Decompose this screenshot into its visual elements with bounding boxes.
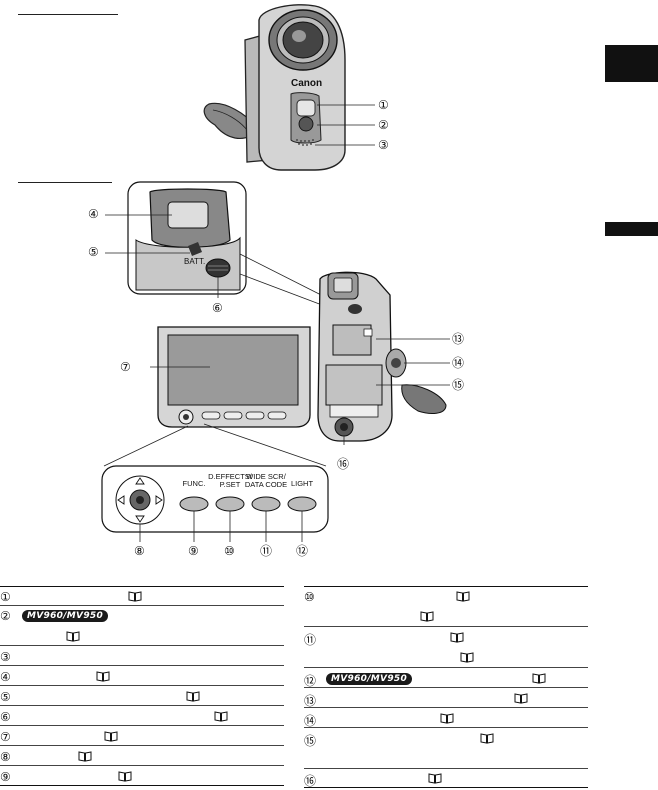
callout-8: ⑧: [134, 544, 145, 558]
book-icon: [456, 591, 470, 602]
legend-row-11: ⑪: [304, 630, 588, 668]
legend-row-15: ⑮: [304, 731, 588, 769]
section-rule-back: [18, 182, 112, 183]
button-label-func: FUNC.: [182, 479, 206, 488]
callout-12: ⑫: [296, 544, 309, 558]
legend-row-8: ⑧: [0, 749, 284, 766]
legend-row-12: ⑫ MV960/MV950: [304, 671, 588, 688]
model-badge: MV960/MV950: [22, 610, 109, 622]
callout-6: ⑥: [212, 301, 223, 315]
camera-back-illustration: [150, 271, 450, 445]
camera-front-illustration: Canon: [203, 4, 375, 171]
book-icon: [214, 711, 228, 722]
legend-row-2: ② MV960/MV950: [0, 608, 284, 646]
book-icon: [428, 773, 442, 784]
callout-10: ⑩: [224, 544, 235, 558]
legend-row-10: ⑩: [304, 589, 588, 627]
button-panel-closeup: [101, 423, 329, 542]
brand-logo: Canon: [291, 78, 322, 89]
callout-11: ⑪: [260, 544, 273, 558]
callout-5: ⑤: [88, 245, 99, 259]
callout-7: ⑦: [120, 360, 131, 374]
callout-15: ⑮: [452, 378, 465, 392]
model-badge: MV960/MV950: [326, 673, 413, 685]
button-label-light: LIGHT: [290, 479, 314, 488]
callout-9: ⑨: [188, 544, 199, 558]
book-icon: [450, 632, 464, 643]
legend-top-rule-right: [304, 586, 588, 587]
button-label-widescr: WIDE SCR/ DATA CODE: [244, 472, 288, 489]
section-rule-front: [18, 14, 118, 15]
batt-label: BATT.: [184, 257, 205, 266]
legend-row-9: ⑨: [0, 769, 284, 786]
book-icon: [514, 693, 528, 704]
legend-row-3: ③: [0, 649, 284, 666]
callout-1: ①: [378, 98, 389, 112]
book-icon: [420, 611, 434, 622]
legend-top-rule-left: [0, 586, 284, 587]
book-icon: [118, 771, 132, 782]
callout-2: ②: [378, 118, 389, 132]
book-icon: [186, 691, 200, 702]
book-icon: [460, 652, 474, 663]
book-icon: [128, 591, 142, 602]
book-icon: [66, 631, 80, 642]
viewfinder-closeup: BATT.: [105, 181, 247, 298]
legend-row-7: ⑦: [0, 729, 284, 746]
legend-row-6: ⑥: [0, 709, 284, 726]
legend-row-1: ①: [0, 589, 284, 606]
legend-row-5: ⑤: [0, 689, 284, 706]
book-icon: [440, 713, 454, 724]
book-icon: [532, 673, 546, 684]
side-tab-2: [605, 222, 658, 236]
callout-13: ⑬: [452, 332, 465, 346]
callout-4: ④: [88, 207, 99, 221]
legend-row-13: ⑬: [304, 691, 588, 708]
callout-16: ⑯: [337, 457, 350, 471]
book-icon: [480, 733, 494, 744]
button-label-deffects: D.EFFECTS/ P.SET: [208, 472, 252, 489]
book-icon: [104, 731, 118, 742]
legend-row-16: ⑯: [304, 771, 588, 788]
callout-3: ③: [378, 138, 389, 152]
callout-14: ⑭: [452, 356, 465, 370]
book-icon: [78, 751, 92, 762]
side-tab-1: [605, 45, 658, 82]
book-icon: [96, 671, 110, 682]
legend-row-4: ④: [0, 669, 284, 686]
legend-row-14: ⑭: [304, 711, 588, 728]
